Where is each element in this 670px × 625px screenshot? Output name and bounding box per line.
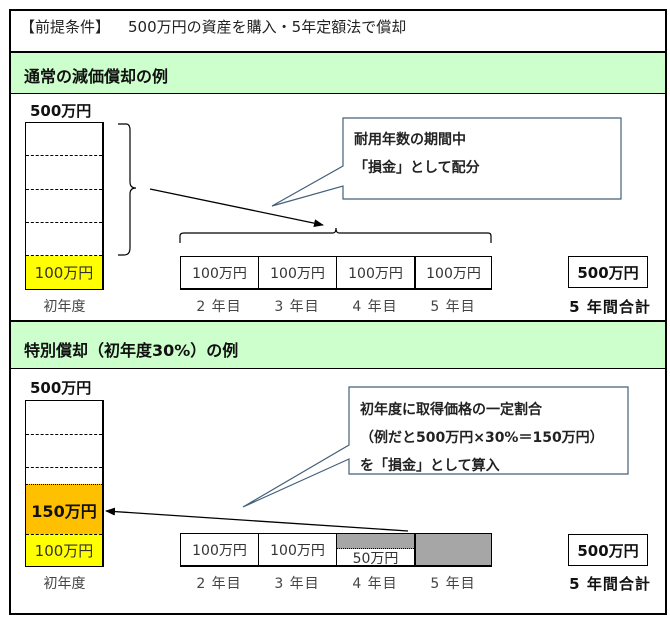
section-header-special — [11, 322, 665, 369]
year-caption: 4 年目 — [352, 576, 398, 592]
callout-line: を「損金」として算入 — [360, 458, 500, 474]
first-year-caption-special: 初年度 — [43, 576, 86, 592]
callout-shape-normal — [271, 117, 622, 207]
callout-text-normal: 耐用年数の期間中 「損金」として配分 — [354, 126, 480, 182]
year-captions-normal: 2 年目 3 年目 4 年目 5 年目 — [180, 296, 492, 316]
total-box-special: 500万円 — [568, 534, 648, 566]
first-year-amount: 100万円 — [34, 264, 94, 282]
premise-description: 500万円の資産を購入・5年定額法で償却 — [128, 18, 407, 36]
total-caption-special: 5 年間合計 — [569, 575, 651, 593]
special-depreciation-amount: 150万円 — [31, 502, 97, 521]
year-cell: 100万円 — [180, 257, 258, 288]
callout-line: 初年度に取得価格の一定割合 — [360, 402, 542, 418]
year-cell-moved — [414, 534, 492, 565]
first-year-segment-yellow: 100万円 — [26, 534, 102, 566]
year-amount: 100万円 — [426, 265, 481, 282]
right-brace — [118, 123, 137, 256]
dotted-divider — [26, 467, 102, 468]
premise-label: 【前提条件】 — [20, 18, 111, 36]
special-depreciation-arrow — [105, 507, 409, 532]
year-cell-partial: 50万円 — [336, 534, 414, 565]
year-amount: 100万円 — [192, 265, 247, 282]
year-cell: 100万円 — [414, 257, 492, 288]
year-amount: 100万円 — [192, 542, 247, 559]
dotted-divider — [26, 155, 102, 156]
first-year-bar-normal: 100万円 — [25, 122, 104, 290]
section-header-normal — [11, 53, 665, 94]
total-box-normal: 500万円 — [568, 256, 648, 288]
year-cell: 100万円 — [336, 257, 414, 288]
dotted-divider — [26, 189, 102, 190]
year-amount: 100万円 — [348, 265, 403, 282]
year-caption: 4 年目 — [352, 299, 398, 315]
year-amount: 100万円 — [270, 542, 325, 559]
allocation-arrow — [149, 188, 324, 228]
year-cell: 100万円 — [180, 534, 258, 565]
premise-row — [11, 11, 665, 53]
top-brace — [179, 227, 492, 243]
year-amount: 100万円 — [270, 265, 325, 282]
first-year-segment-orange: 150万円 — [26, 484, 102, 535]
dotted-divider — [26, 434, 102, 435]
callout-shape-special — [242, 386, 629, 508]
section-divider — [11, 320, 665, 322]
year-cell: 100万円 — [258, 257, 336, 288]
callout-text-special: 初年度に取得価格の一定割合 （例だと500万円×30%＝150万円） を「損金」… — [360, 396, 604, 480]
year-caption: 2 年目 — [196, 299, 242, 315]
year-captions-special: 2 年目 3 年目 4 年目 5 年目 — [180, 573, 492, 593]
bar-top-label-normal: 500万円 — [30, 102, 92, 120]
callout-line: 耐用年数の期間中 — [354, 132, 466, 148]
first-year-caption-normal: 初年度 — [43, 299, 86, 315]
section-title-special: 特別償却（初年度30%）の例 — [24, 341, 239, 360]
moved-portion — [337, 534, 414, 549]
bar-top-label-special: 500万円 — [30, 379, 92, 397]
year-cell: 100万円 — [258, 534, 336, 565]
year-caption: 3 年目 — [274, 576, 320, 592]
year-cells-special: 100万円 100万円 50万円 — [180, 533, 492, 567]
year-caption: 5 年目 — [430, 576, 476, 592]
total-caption-normal: 5 年間合計 — [569, 298, 651, 316]
diagram-frame — [9, 9, 667, 615]
first-year-bar-special: 150万円 100万円 — [25, 400, 104, 567]
year-caption: 3 年目 — [274, 299, 320, 315]
premise-text: 【前提条件】 500万円の資産を購入・5年定額法で償却 — [20, 16, 406, 37]
section-title-normal: 通常の減価償却の例 — [24, 67, 169, 86]
dotted-divider — [26, 255, 102, 256]
year-cells-normal: 100万円 100万円 100万円 100万円 — [180, 256, 492, 290]
year-caption: 5 年目 — [430, 299, 476, 315]
dotted-divider — [26, 222, 102, 223]
year-caption: 2 年目 — [196, 576, 242, 592]
callout-line: 「損金」として配分 — [354, 160, 480, 176]
first-year-segment-yellow: 100万円 — [26, 256, 102, 289]
first-year-amount: 100万円 — [34, 542, 94, 560]
callout-line: （例だと500万円×30%＝150万円） — [360, 430, 604, 446]
year-amount: 50万円 — [352, 551, 399, 565]
